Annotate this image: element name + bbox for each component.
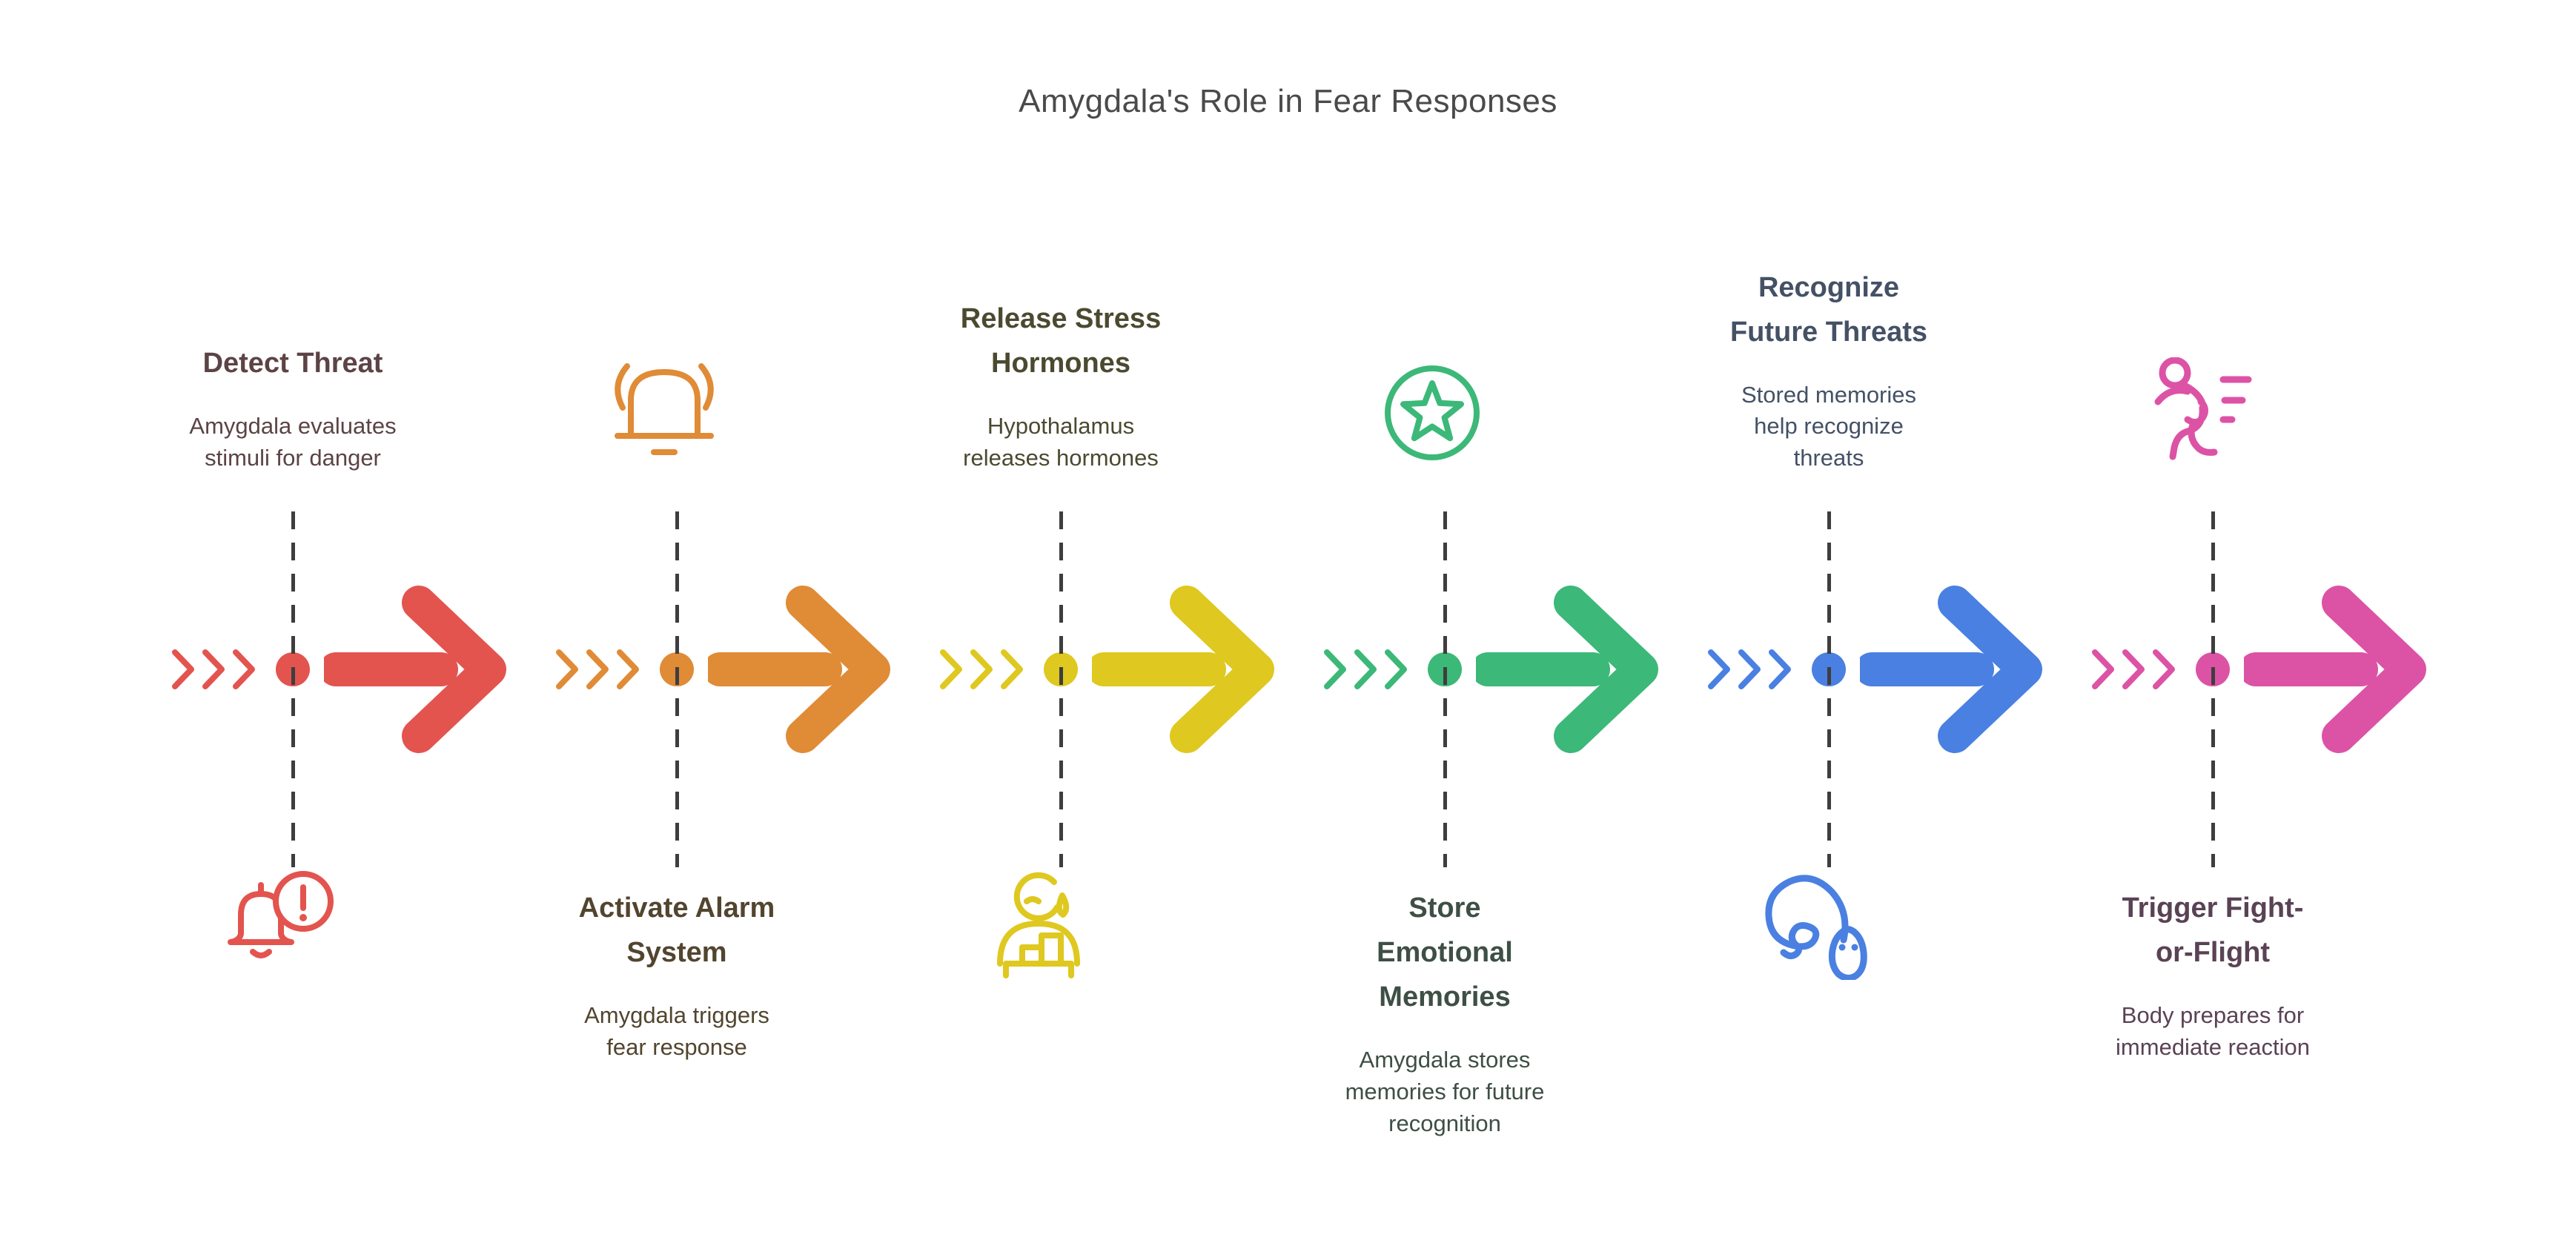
chevrons-icon bbox=[940, 649, 1023, 689]
step-text-block: Activate Alarm System Amygdala triggers … bbox=[491, 886, 862, 1064]
arrow-right-icon bbox=[1476, 586, 1658, 753]
step-description: Stored memories help recognize threats bbox=[1741, 381, 1917, 471]
chevrons-icon bbox=[1708, 649, 1791, 689]
dashed-connector bbox=[1059, 511, 1063, 867]
arrow-right-icon bbox=[1092, 586, 1274, 753]
arrow-right-icon bbox=[1860, 586, 2042, 753]
step-description: Body prepares for immediate reaction bbox=[2116, 1002, 2310, 1060]
chevrons-icon bbox=[556, 649, 639, 689]
step-title: Activate Alarm System bbox=[578, 892, 775, 969]
step-description: Amygdala triggers fear response bbox=[584, 1002, 769, 1060]
stressed-person-icon bbox=[993, 869, 1104, 980]
running-person-icon bbox=[2145, 357, 2256, 468]
alarm-siren-icon bbox=[609, 357, 720, 468]
step-text-block: Detect Threat Amygdala evaluates stimuli… bbox=[107, 341, 478, 474]
step-text-block: Release Stress Hormones Hypothalamus rel… bbox=[875, 296, 1246, 474]
chevrons-icon bbox=[1324, 649, 1407, 689]
step-title: Release Stress Hormones bbox=[960, 303, 1162, 380]
step-text-block: Store Emotional Memories Amygdala stores… bbox=[1259, 886, 1630, 1139]
dashed-connector bbox=[675, 511, 679, 867]
arrow-right-icon bbox=[708, 586, 890, 753]
step-title: Store Emotional Memories bbox=[1377, 892, 1513, 1013]
step-title: Trigger Fight- or-Flight bbox=[2122, 892, 2304, 969]
step-text-block: Recognize Future Threats Stored memories… bbox=[1643, 265, 2014, 474]
chevrons-icon bbox=[172, 649, 255, 689]
star-circle-icon bbox=[1377, 357, 1488, 468]
step-description: Amygdala evaluates stimuli for danger bbox=[189, 413, 397, 471]
step-title: Recognize Future Threats bbox=[1729, 271, 1928, 348]
arrow-right-icon bbox=[324, 586, 506, 753]
step-description: Amygdala stores memories for future reco… bbox=[1345, 1047, 1545, 1136]
diagram-title: Amygdala's Role in Fear Responses bbox=[1019, 83, 1557, 119]
dashed-connector bbox=[2211, 511, 2215, 867]
dashed-connector bbox=[1443, 511, 1447, 867]
step-description: Hypothalamus releases hormones bbox=[963, 413, 1159, 471]
step-text-block: Trigger Fight- or-Flight Body prepares f… bbox=[2027, 886, 2398, 1064]
dashed-connector bbox=[291, 511, 295, 867]
dashed-connector bbox=[1827, 511, 1831, 867]
arrow-right-icon bbox=[2244, 586, 2426, 753]
bell-exclamation-icon bbox=[225, 869, 336, 980]
chevrons-icon bbox=[2092, 649, 2175, 689]
snake-icon bbox=[1761, 869, 1872, 980]
step-title: Detect Threat bbox=[202, 348, 383, 380]
